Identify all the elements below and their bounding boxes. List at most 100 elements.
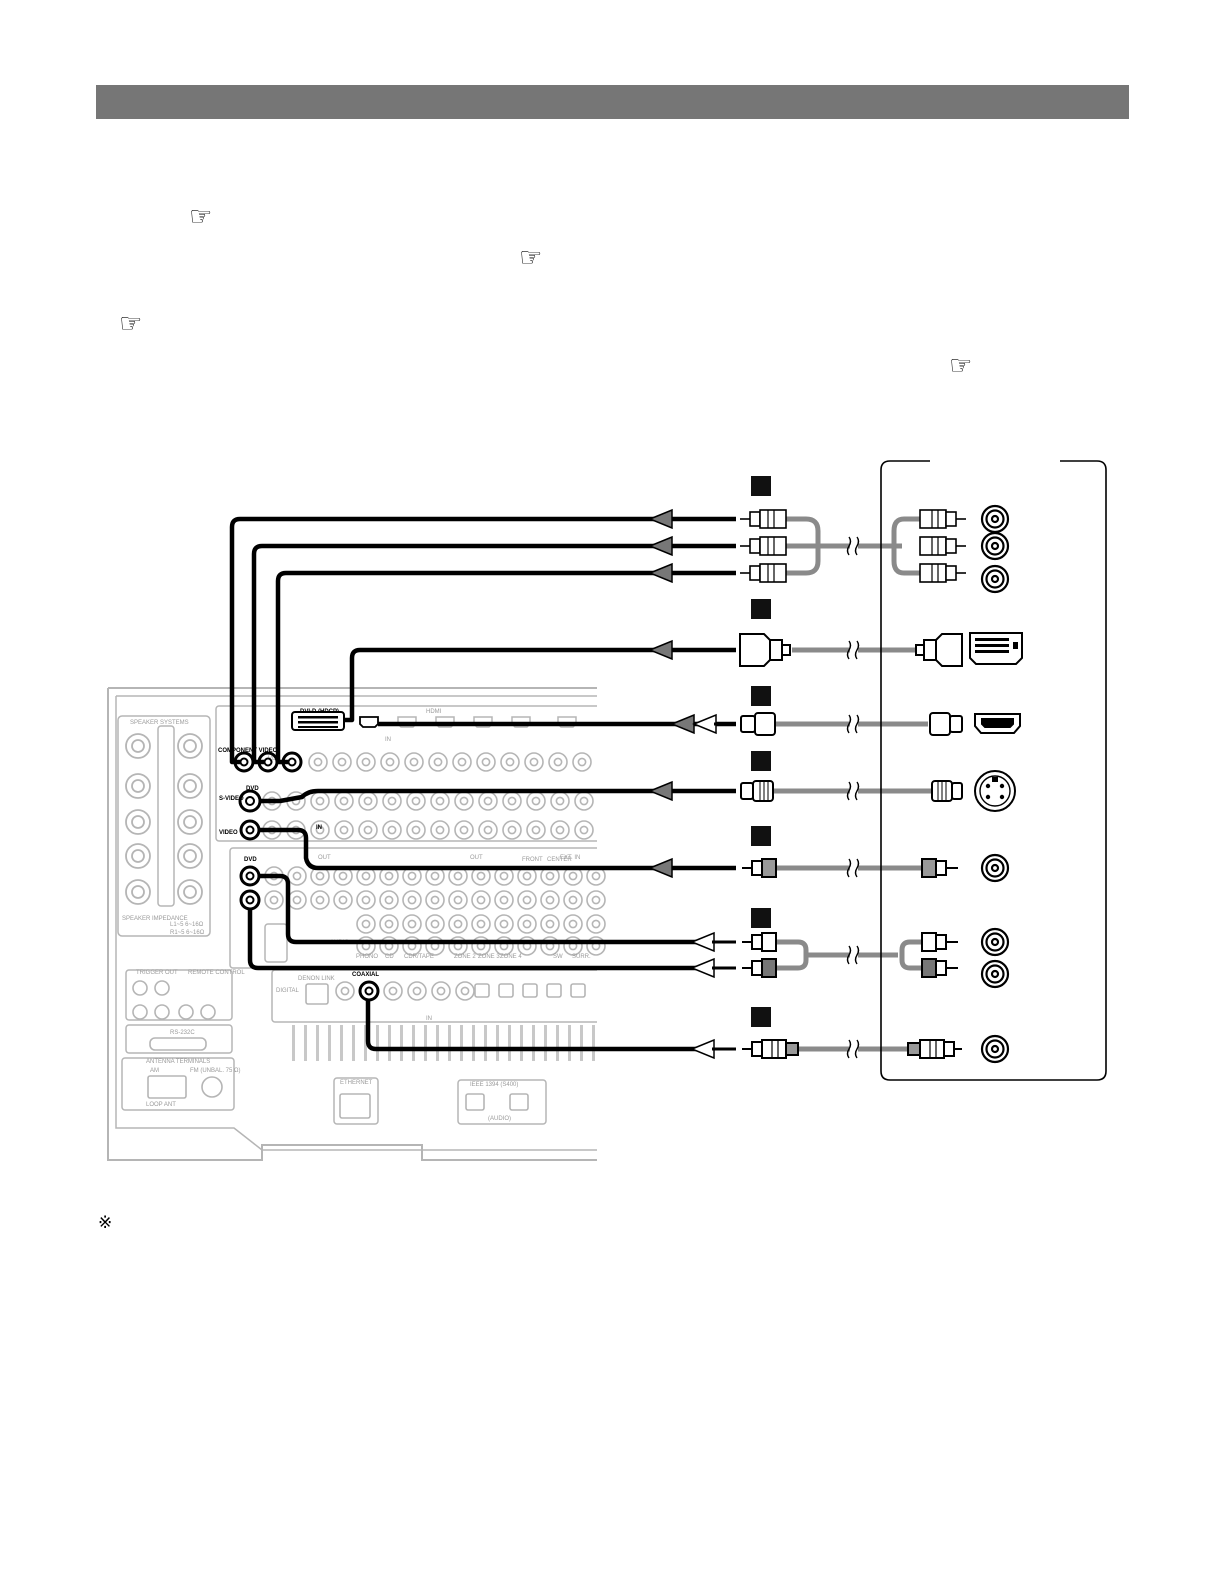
zone4-label: ZONE 4 [500, 954, 522, 960]
impedance-left-label: L1~5 6~16Ω [170, 922, 204, 928]
receiver-jack [404, 752, 424, 772]
receiver-jack [586, 890, 606, 910]
cooling-vents [290, 1025, 596, 1061]
receiver-jack-core [430, 871, 440, 881]
receiver-jack [358, 791, 378, 811]
receiver-jack-core [337, 757, 347, 767]
receiver-jack [540, 936, 560, 956]
receiver-jack [356, 752, 376, 772]
note-reference-mark: ※ [98, 1213, 113, 1233]
receiver-jack-core [483, 796, 493, 806]
fm-label: FM (UNBAL. 75 Ω) [190, 1068, 241, 1074]
dvd-s-video-jack [974, 770, 1016, 812]
receiver-jack-core [361, 757, 371, 767]
receiver-jack-core [522, 895, 532, 905]
s-video-label: S-VIDEO [219, 796, 244, 802]
trigger-jack [200, 1004, 216, 1020]
cable-label-boxes [751, 476, 771, 1027]
receiver-jack [471, 890, 491, 910]
speaker-terminal [125, 879, 151, 905]
receiver-jack [526, 791, 546, 811]
antenna-label: ANTENNA TERMINALS [146, 1059, 210, 1065]
receiver-jack [334, 791, 354, 811]
receiver-jack [574, 791, 594, 811]
receiver-jack [333, 890, 353, 910]
receiver-jack [563, 914, 583, 934]
optical-port [546, 983, 562, 998]
receiver-jack [332, 752, 352, 772]
receiver-jack [335, 981, 355, 1001]
receiver-jack-core [409, 757, 419, 767]
component-plug [759, 509, 787, 529]
receiver-jack-core [292, 895, 302, 905]
receiver-jack [406, 820, 426, 840]
video-plug-right [921, 858, 958, 878]
ext-in-label: EXT. IN [560, 855, 580, 861]
digital-label: DIGITAL [276, 988, 300, 994]
component-plug [945, 565, 957, 581]
component-plug [749, 511, 761, 527]
speaker-terminal [125, 843, 151, 869]
speaker-terminal [177, 809, 203, 835]
receiver-jack-core [476, 871, 486, 881]
receiver-jack [574, 820, 594, 840]
component-plug [767, 564, 775, 582]
receiver-jack-core [460, 986, 470, 996]
receiver-jack-core [433, 757, 443, 767]
receiver-jack-core [269, 895, 279, 905]
component-plug [919, 509, 947, 529]
receiver-jack-core [430, 895, 440, 905]
trigger-out-label: TRIGGER OUT [136, 970, 178, 976]
cable-break-marks [846, 536, 860, 1059]
receiver-jack-core [339, 825, 349, 835]
zone2-label: ZONE 2 [454, 954, 476, 960]
component-plug [931, 537, 939, 555]
dvd-rca-jacks [980, 504, 1010, 1064]
ieee-label: IEEE 1394 (S400) [470, 1082, 518, 1088]
ieee1394-port [465, 1093, 485, 1111]
speaker-terminal-core [183, 885, 197, 899]
component-plug [945, 511, 957, 527]
receiver-jack-core [387, 796, 397, 806]
component-plug [931, 510, 939, 528]
receiver-jack [500, 752, 520, 772]
am-antenna-terminal [147, 1075, 187, 1099]
receiver-jack-core [361, 871, 371, 881]
zone3-label: ZONE 3 [478, 954, 500, 960]
receiver-jack [563, 936, 583, 956]
receiver-jack [308, 752, 328, 772]
dvd-player-box [880, 460, 1107, 1081]
receiver-jack-core [568, 895, 578, 905]
receiver-jack [452, 752, 472, 772]
receiver-jack-core [531, 825, 541, 835]
surr-label: SURR. [572, 954, 591, 960]
receiver-jack [356, 890, 376, 910]
receiver-jack [379, 890, 399, 910]
receiver-jack [455, 981, 475, 1001]
receiver-jack [425, 914, 445, 934]
receiver-jack-core [499, 871, 509, 881]
trigger-jack [154, 1004, 170, 1020]
receiver-jack [494, 914, 514, 934]
optical-port [522, 983, 538, 998]
receiver-side-cables [229, 516, 736, 1052]
trigger-jack [178, 1004, 194, 1020]
receiver-jack [430, 820, 450, 840]
component-plug [767, 537, 775, 555]
speaker-systems-label: SPEAKER SYSTEMS [130, 720, 189, 726]
out-label: OUT [470, 855, 483, 861]
optical-port [570, 983, 586, 998]
receiver-jack-core [553, 757, 563, 767]
dvi-plug-left [739, 633, 791, 667]
impedance-right-label: R1~5 6~16Ω [170, 930, 205, 936]
am-label: AM [150, 1068, 159, 1074]
front-label: FRONT [522, 857, 543, 863]
trigger-jack [132, 980, 148, 996]
receiver-jack [478, 820, 498, 840]
speaker-terminal-core [183, 779, 197, 793]
component-plug [749, 565, 761, 581]
receiver-jack [402, 936, 422, 956]
fm-antenna-jack [201, 1076, 223, 1098]
ethernet-label: ETHERNET [340, 1080, 373, 1086]
receiver-jack [402, 914, 422, 934]
